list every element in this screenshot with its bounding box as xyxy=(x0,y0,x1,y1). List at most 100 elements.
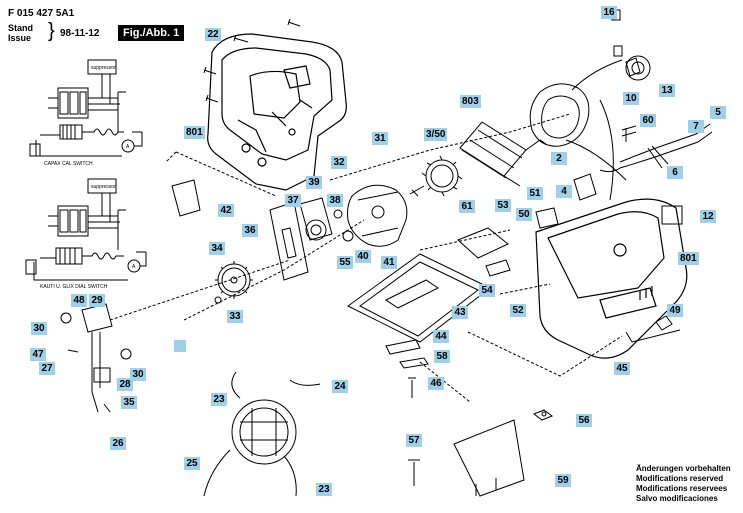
armature xyxy=(409,121,547,197)
callout-43: 43 xyxy=(452,306,468,319)
callout-23-bottom: 23 xyxy=(316,483,332,496)
callout-30-top: 30 xyxy=(31,322,47,335)
callout-4: 4 xyxy=(556,185,572,198)
gear-flange xyxy=(347,184,408,247)
plunger-plate xyxy=(269,197,333,281)
chip-guard xyxy=(453,419,525,497)
callout-39: 39 xyxy=(306,176,322,189)
suppressor-label-bottom: suppressor xyxy=(91,184,116,190)
stand-issue-label: Stand Issue xyxy=(8,23,33,43)
callout-803: 803 xyxy=(460,95,481,108)
base-plate xyxy=(347,253,491,343)
issue-date: 98-11-12 xyxy=(60,28,100,39)
meter-label-top: A xyxy=(126,144,130,150)
callout-801-right: 801 xyxy=(678,252,699,265)
callout-16: 16 xyxy=(601,6,617,19)
callout-29: 29 xyxy=(89,294,105,307)
callout-54: 54 xyxy=(479,284,495,297)
callout-25: 25 xyxy=(184,457,200,470)
callout-28: 28 xyxy=(117,378,133,391)
callout-40: 40 xyxy=(355,250,371,263)
callout-37: 37 xyxy=(285,194,301,207)
callout-41: 41 xyxy=(381,256,397,269)
assembly-lines xyxy=(109,113,623,403)
callout-34: 34 xyxy=(209,242,225,255)
callout-45: 45 xyxy=(614,362,630,375)
callout-22: 22 xyxy=(205,28,221,41)
wiring-schematic-bottom xyxy=(25,178,147,281)
cover-plate-42 xyxy=(171,179,201,217)
wiring-schematic-top xyxy=(29,59,143,157)
stand-label: Stand xyxy=(8,23,34,33)
legend-marker-square xyxy=(174,340,186,352)
callout-38: 38 xyxy=(327,194,343,207)
callout-53: 53 xyxy=(495,199,511,212)
callout-57: 57 xyxy=(406,434,422,447)
callout-50: 50 xyxy=(516,208,532,221)
brace-symbol: } xyxy=(48,20,55,42)
switch xyxy=(535,173,597,229)
callout-59: 59 xyxy=(555,474,571,487)
footnote-en: Modifications reserved xyxy=(636,474,724,483)
washer-56 xyxy=(532,409,554,421)
callout-7: 7 xyxy=(688,120,704,133)
gear-wheel xyxy=(215,261,253,299)
callout-58: 58 xyxy=(434,350,450,363)
callout-60: 60 xyxy=(640,114,656,127)
callout-27: 27 xyxy=(39,362,55,375)
callout-51: 51 xyxy=(527,187,543,200)
schematic-caption-top: CAPAX CAL SWITCH xyxy=(44,161,93,167)
callout-13: 13 xyxy=(659,84,675,97)
callout-56: 56 xyxy=(576,414,592,427)
callout-49: 49 xyxy=(667,304,683,317)
schematic-caption-bottom: KAUTI U. GLIX DIAL SWITCH xyxy=(40,284,108,290)
callout-5: 5 xyxy=(710,106,726,119)
housing-right-half xyxy=(535,198,688,359)
suppressor-cap xyxy=(661,205,683,225)
callout-46: 46 xyxy=(428,377,444,390)
callout-47: 47 xyxy=(30,348,46,361)
callout-10: 10 xyxy=(623,92,639,105)
housing-left-half xyxy=(207,33,347,191)
callout-30-bottom: 30 xyxy=(130,368,146,381)
callout-35: 35 xyxy=(121,396,137,409)
field-coil xyxy=(529,59,627,201)
callout-31: 31 xyxy=(372,132,388,145)
meter-label-bottom: A xyxy=(132,264,136,270)
callout-801-left: 801 xyxy=(184,126,205,139)
footnote-fr: Modifications reservees xyxy=(636,484,728,493)
callout-3-50: 3/50 xyxy=(424,128,448,141)
callout-12: 12 xyxy=(700,210,716,223)
small-bearings xyxy=(214,209,354,304)
footnote-es: Salvo modificaciones xyxy=(636,494,718,503)
document-code: F 015 427 5A1 xyxy=(8,8,75,19)
callout-61: 61 xyxy=(459,200,475,213)
guide-rail xyxy=(457,227,511,277)
callout-23-top: 23 xyxy=(211,393,227,406)
cable-guard-13 xyxy=(625,55,651,81)
footnote-de: Änderungen vorbehalten xyxy=(636,464,731,473)
mains-cable xyxy=(599,123,713,173)
screws-22 xyxy=(203,18,301,103)
callout-33: 33 xyxy=(227,310,243,323)
callout-42: 42 xyxy=(218,204,234,217)
callout-6: 6 xyxy=(667,166,683,179)
callout-55: 55 xyxy=(337,256,353,269)
screws-lower xyxy=(385,339,429,486)
callout-2: 2 xyxy=(551,152,567,165)
callout-48: 48 xyxy=(71,294,87,307)
callout-24: 24 xyxy=(332,380,348,393)
callout-26: 26 xyxy=(110,437,126,450)
callout-52: 52 xyxy=(510,304,526,317)
modifications-footnote: Änderungen vorbehalten Modifications res… xyxy=(636,464,731,504)
callout-44: 44 xyxy=(433,330,449,343)
knob-49 xyxy=(655,315,673,331)
issue-label: Issue xyxy=(8,33,32,43)
brush-set xyxy=(203,371,321,497)
suppressor-label-top: suppressor xyxy=(91,65,116,71)
figure-label: Fig./Abb. 1 xyxy=(118,25,185,41)
hex-key xyxy=(625,329,681,343)
blade-holder xyxy=(60,303,132,413)
